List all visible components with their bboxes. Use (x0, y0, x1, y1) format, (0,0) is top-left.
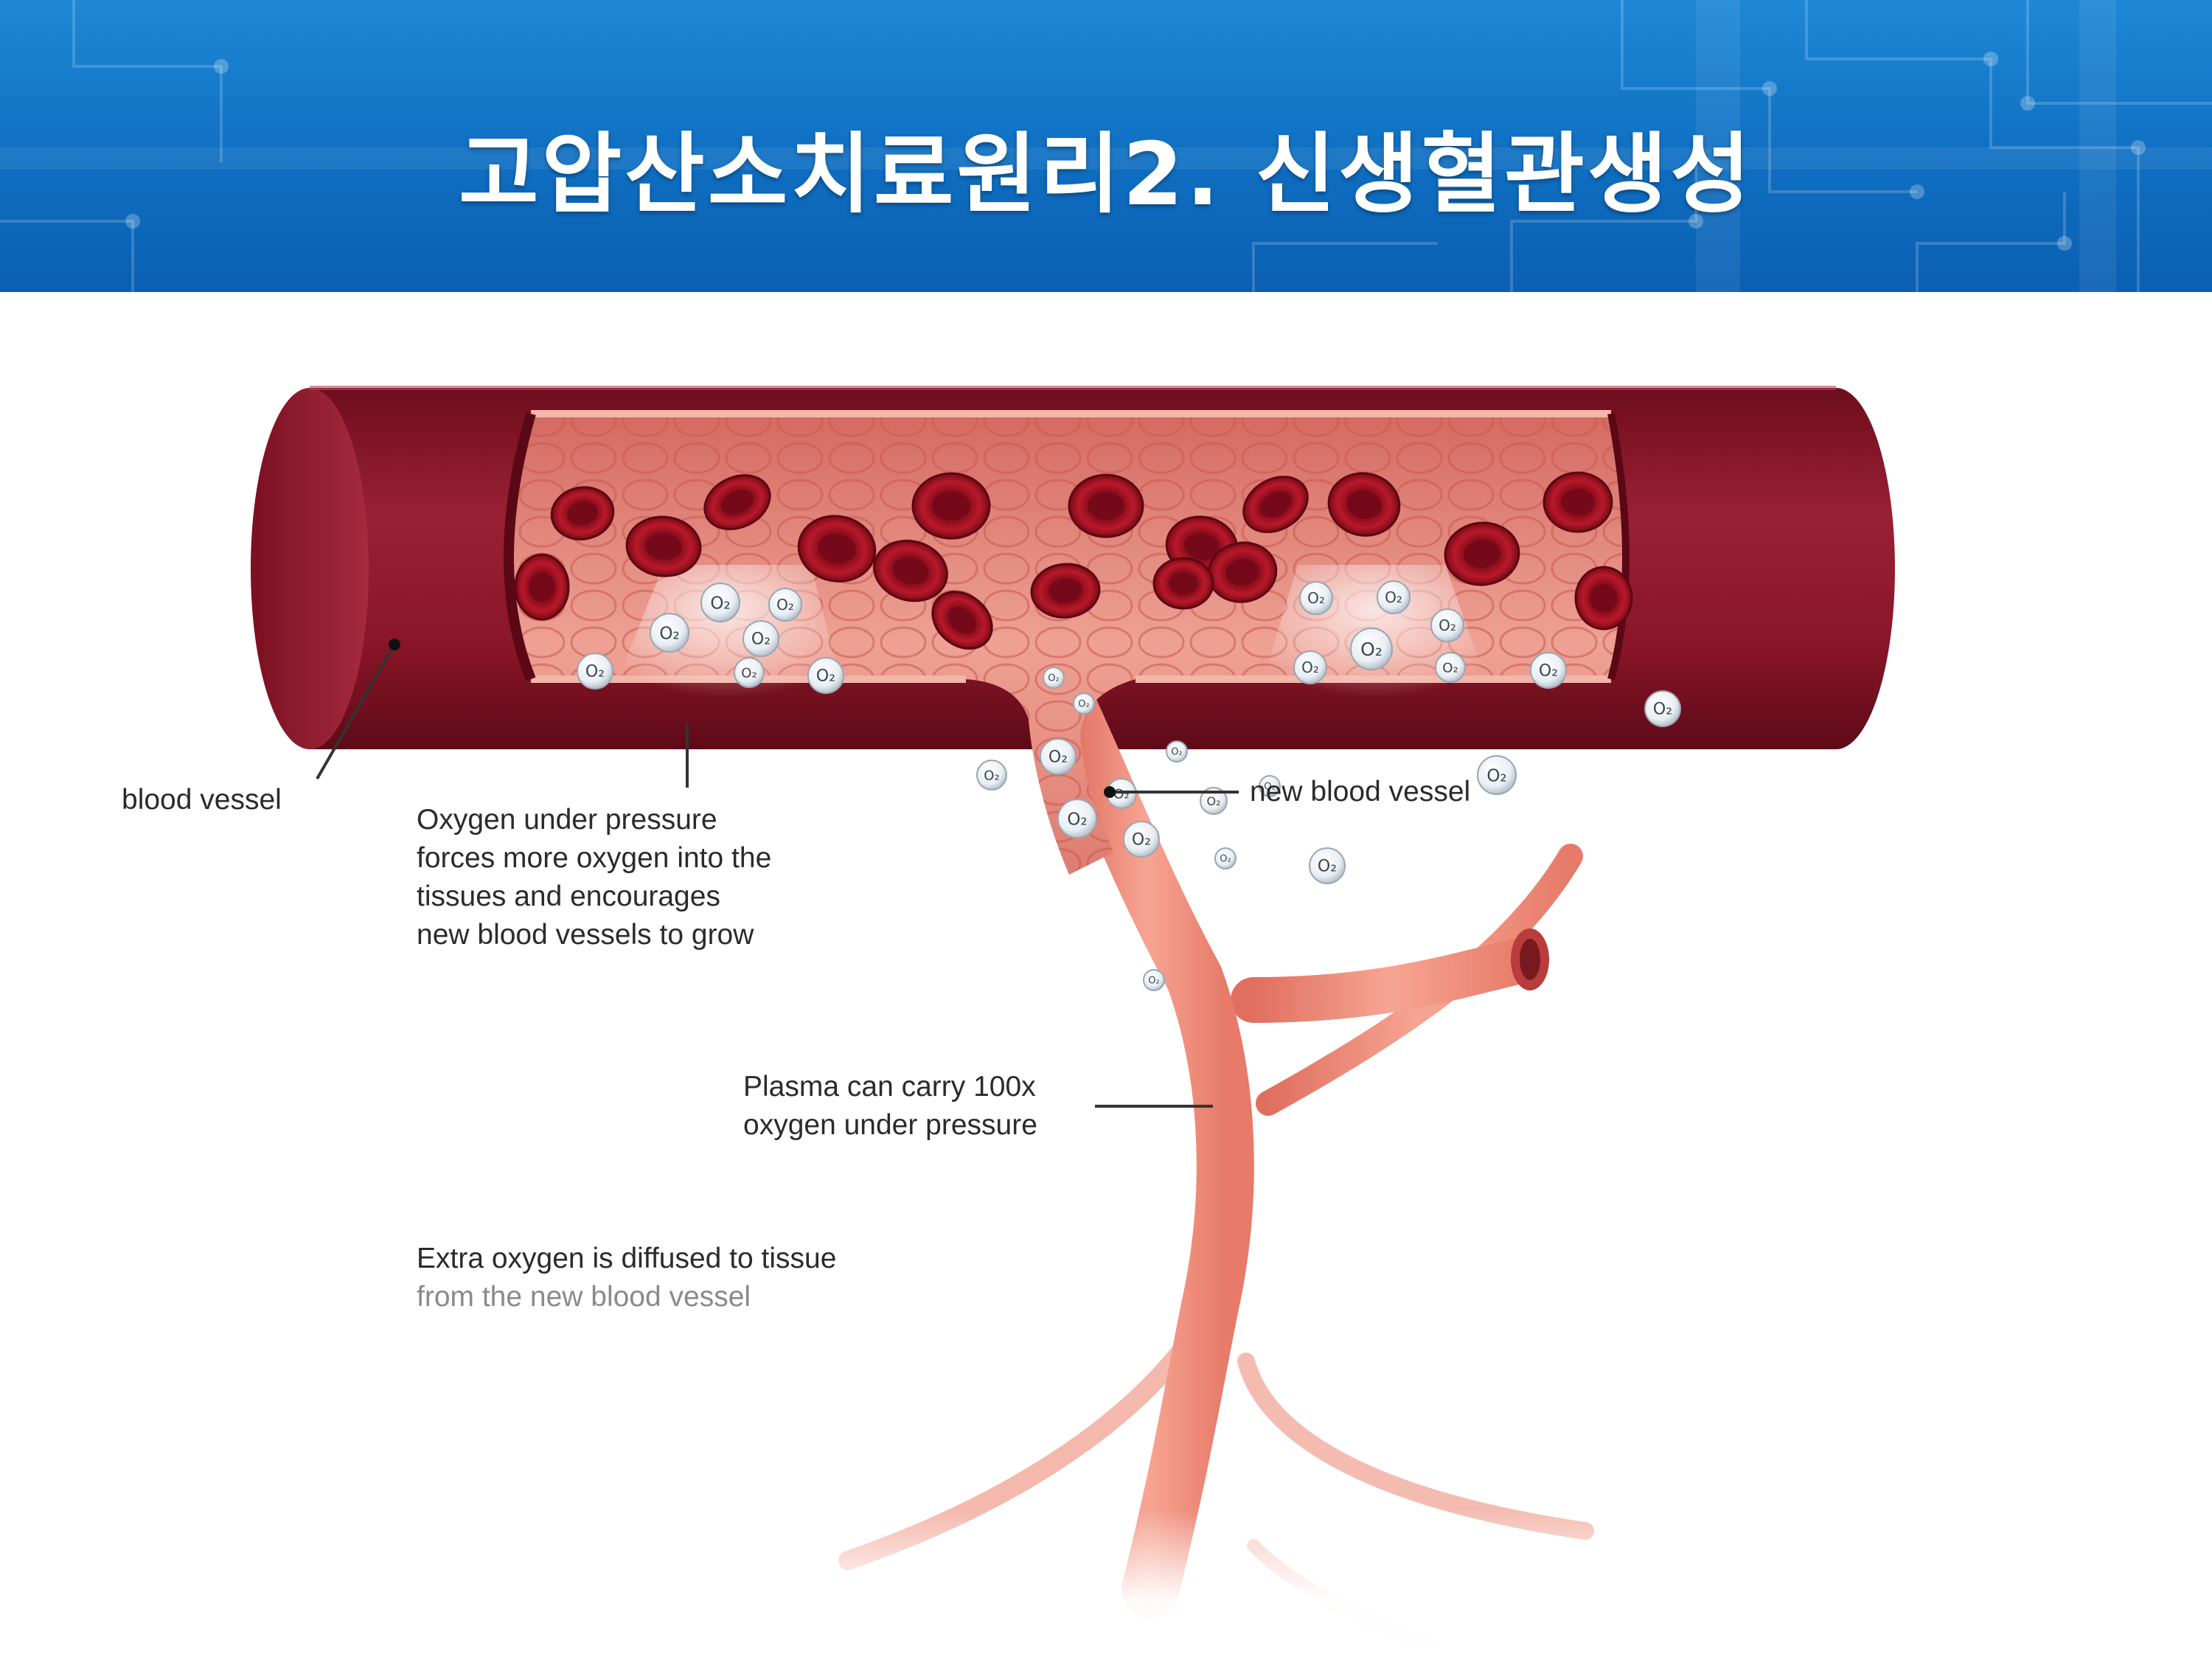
oxygen-molecules: O₂ O₂ O₂ O₂ O₂ O₂ O₂ O₂ O₂ O₂ O₂ O₂ O₂ O₂ O₂ O₂ O₂ O₂ O₂ O₂… (577, 580, 1681, 991)
oxygen-molecule-label: O₂ (1048, 673, 1059, 684)
oxygen-molecule-label: O₂ (1048, 749, 1068, 767)
oxygen-molecule-label: O₂ (1439, 617, 1456, 634)
oxygen-molecule-label: O₂ (1653, 701, 1672, 719)
oxygen-molecule-label: O₂ (751, 631, 771, 649)
oxygen-molecule-label: O₂ (1148, 975, 1159, 986)
red-blood-cell (1068, 473, 1144, 538)
header-banner: 고압산소치료원리2. 신생혈관생성 (0, 0, 2212, 292)
oxygen-molecule: O₂ (807, 657, 844, 694)
oxygen-molecule-label: O₂ (1307, 589, 1325, 607)
oxygen-molecule: O₂ (1123, 821, 1160, 858)
oxygen-molecule-label: O₂ (816, 667, 835, 686)
red-blood-cell (911, 472, 991, 540)
oxygen-molecule-label: O₂ (1078, 698, 1089, 709)
red-blood-cell (873, 539, 948, 603)
oxygen-molecule: O₂ (1200, 787, 1228, 815)
circuit-pattern (0, 0, 2212, 292)
oxygen-molecule-label: O₂ (1067, 810, 1087, 829)
red-blood-cell (625, 515, 702, 577)
red-blood-cell (514, 553, 570, 621)
red-blood-cell (1543, 471, 1613, 533)
oxygen-molecule-label: O₂ (1171, 746, 1182, 757)
oxygen-molecule: O₂ (577, 653, 613, 690)
red-blood-cell (1242, 476, 1309, 533)
oxygen-molecule-label: O₂ (1318, 858, 1337, 876)
oxygen-molecule: O₂ (1435, 652, 1466, 683)
oxygen-molecule: O₂ (1430, 608, 1464, 642)
oxygen-molecule-label: O₂ (1206, 794, 1220, 808)
red-blood-cell (931, 591, 993, 650)
vessel-diagram: O₂ O₂ O₂ O₂ O₂ O₂ O₂ O₂ O₂ O₂ O₂ O₂ O₂ O₂ O₂ O₂ O₂ O₂ O₂ O₂… (0, 292, 2212, 1659)
oxygen-molecule-label: O₂ (710, 594, 730, 613)
extra-oxygen-caption: Extra oxygen is diffused to tissue from … (417, 1243, 837, 1313)
red-blood-cell (703, 474, 771, 530)
red-blood-cell (1327, 472, 1401, 537)
oxygen-molecule: O₂ (1214, 847, 1237, 869)
oxygen-molecule: O₂ (1259, 775, 1281, 797)
red-blood-cell (1152, 557, 1214, 610)
oxygen-molecule: O₂ (734, 657, 765, 688)
oxygen-molecule: O₂ (1043, 667, 1065, 689)
oxygen-molecule: O₂ (1057, 799, 1097, 839)
oxygen-molecule-label: O₂ (1442, 660, 1458, 676)
oxygen-molecule-label: O₂ (1220, 853, 1231, 864)
oxygen-molecule-label: O₂ (585, 663, 605, 681)
oxygen-molecule-label: O₂ (1539, 662, 1558, 681)
oxygen-molecule: O₂ (1040, 738, 1077, 775)
new-blood-vessel-label: new blood vessel (1250, 776, 1471, 808)
oxygen-molecule: O₂ (1377, 580, 1411, 614)
oxygen-molecule: O₂ (1530, 652, 1567, 689)
blood-vessel-leader-line (316, 644, 396, 780)
red-blood-cell (1574, 566, 1633, 631)
oxygen-molecule: O₂ (1293, 650, 1327, 684)
oxygen-molecule: O₂ (1073, 692, 1095, 715)
blood-vessel-label: blood vessel (122, 784, 282, 816)
oxygen-molecule-label: O₂ (1264, 781, 1275, 792)
oxygen-molecule-label: O₂ (1301, 659, 1319, 676)
oxygen-molecule: O₂ (742, 620, 779, 657)
blood-vessel-pointer-dot (389, 639, 400, 650)
oxygen-molecule-label: O₂ (1132, 831, 1151, 850)
oxygen-molecule: O₂ (976, 760, 1007, 791)
oxygen-molecule: O₂ (1143, 969, 1165, 991)
oxygen-molecule: O₂ (768, 588, 802, 622)
oxygen-molecule: O₂ (1644, 690, 1681, 727)
oxygen-molecule: O₂ (1309, 847, 1346, 884)
red-blood-cell (1444, 521, 1520, 586)
red-blood-cell (1207, 541, 1278, 603)
oxygen-molecule-label: O₂ (984, 768, 999, 783)
oxygen-molecule-label: O₂ (659, 624, 679, 643)
red-blood-cell (550, 486, 615, 541)
new-blood-vessel-pointer-dot (1104, 786, 1116, 798)
red-blood-cells (514, 471, 1633, 650)
oxygen-molecule: O₂ (1166, 740, 1188, 763)
plasma-caption: Plasma can carry 100x oxygen under press… (743, 1071, 1037, 1141)
oxygen-molecule: O₂ (1299, 581, 1333, 615)
vessel-illustration: O₂ O₂ O₂ O₂ O₂ O₂ O₂ O₂ O₂ O₂ O₂ O₂ O₂ O₂ O₂ O₂ O₂ O₂ O₂ O₂… (0, 386, 2212, 1659)
red-blood-cell (797, 515, 877, 583)
page-title: 고압산소치료원리2. 신생혈관생성 (459, 123, 1753, 225)
new-blood-vessel (838, 680, 1594, 1656)
oxygen-molecule: O₂ (650, 613, 689, 653)
oxygen-molecule: O₂ (1477, 755, 1517, 795)
oxygen-molecule-label: O₂ (1486, 766, 1506, 785)
oxygen-pressure-caption: Oxygen under pressure forces more oxygen… (417, 804, 772, 951)
oxygen-molecule-label: O₂ (1113, 786, 1129, 802)
oxygen-molecule: O₂ (700, 583, 740, 622)
oxygen-molecule-label: O₂ (776, 596, 794, 614)
oxygen-molecule-label: O₂ (1360, 639, 1382, 660)
red-blood-cell (1030, 563, 1101, 619)
oxygen-molecule: O₂ (1350, 628, 1393, 670)
oxygen-molecule-label: O₂ (741, 665, 757, 681)
oxygen-molecule-label: O₂ (1385, 589, 1402, 606)
